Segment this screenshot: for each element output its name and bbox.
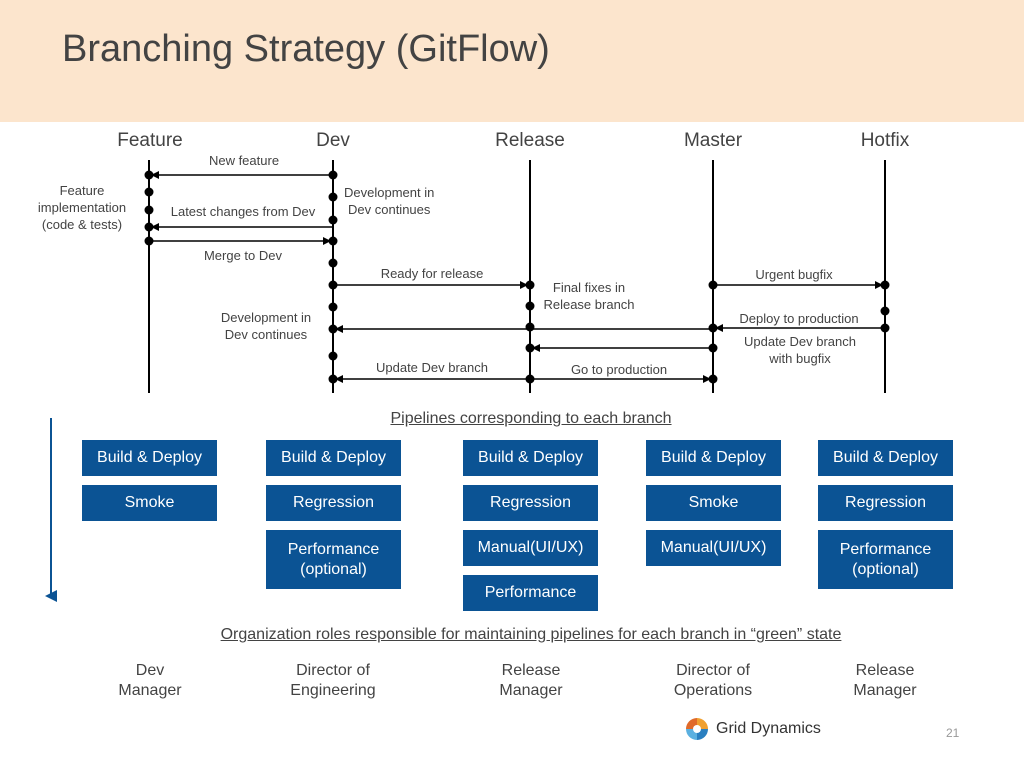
label-dev-continues-2a: Development in (221, 310, 311, 325)
label-feature-impl-3: (code & tests) (42, 217, 122, 232)
role-feature-line2: Manager (118, 682, 182, 699)
role-feature: Dev Manager (70, 661, 230, 701)
commit-dot (525, 301, 535, 311)
commit-dot (708, 323, 718, 333)
roles-heading: Organization roles responsible for maint… (220, 626, 842, 643)
commit-dot (328, 258, 338, 268)
commit-dot (328, 215, 338, 225)
commit-dot (525, 343, 535, 353)
commit-dot (525, 322, 535, 332)
commit-dot (328, 236, 338, 246)
slide-title: Branching Strategy (GitFlow) (62, 28, 550, 70)
commit-dot (328, 192, 338, 202)
role-feature-line1: Dev (135, 662, 165, 679)
role-hotfix-line1: Release (855, 662, 915, 679)
pipeline-release-manual: Manual(UI/UX) (463, 530, 598, 566)
label-latest-changes: Latest changes from Dev (171, 204, 316, 219)
role-release-line1: Release (501, 662, 561, 679)
commit-dot (328, 351, 338, 361)
label-dev-continues-2b: Dev continues (225, 327, 308, 342)
pipeline-master-smoke: Smoke (646, 485, 781, 521)
commit-dot (708, 374, 718, 384)
commit-dot (525, 280, 535, 290)
pipeline-release-build-deploy: Build & Deploy (463, 440, 598, 476)
role-dev-line1: Director of (296, 662, 370, 679)
label-update-dev-bugfix-1: Update Dev branch (744, 334, 856, 349)
commit-dot (328, 324, 338, 334)
commit-dot (328, 374, 338, 384)
role-master-line1: Director of (676, 662, 750, 679)
branch-label-dev: Dev (316, 130, 350, 151)
grid-dynamics-logo: Grid Dynamics (684, 716, 821, 742)
commit-dot (144, 222, 154, 232)
commit-dot (328, 170, 338, 180)
pipeline-hotfix-performance: Performance (optional) (818, 530, 953, 589)
label-urgent-bugfix: Urgent bugfix (755, 267, 833, 282)
commit-dot (144, 205, 154, 215)
role-hotfix-line2: Manager (853, 682, 917, 699)
branch-label-release: Release (495, 130, 565, 151)
commit-dot (880, 280, 890, 290)
branch-label-feature: Feature (117, 130, 182, 151)
role-dev-line2: Engineering (290, 682, 376, 699)
pipeline-hotfix-build-deploy: Build & Deploy (818, 440, 953, 476)
label-feature-impl-2: implementation (38, 200, 126, 215)
branch-label-master: Master (684, 130, 743, 151)
commit-dot (880, 306, 890, 316)
label-new-feature: New feature (209, 153, 279, 168)
label-update-dev-bugfix-2: with bugfix (768, 351, 831, 366)
grid-dynamics-logo-icon (686, 718, 708, 740)
pipeline-master-manual: Manual(UI/UX) (646, 530, 781, 566)
pipeline-release-regression: Regression (463, 485, 598, 521)
role-master-line2: Operations (673, 682, 753, 699)
label-dev-continues-1a: Development in (344, 185, 434, 200)
commit-dot (328, 280, 338, 290)
label-ready-for-release: Ready for release (381, 266, 484, 281)
label-update-dev-branch: Update Dev branch (376, 360, 488, 375)
commit-dot (708, 280, 718, 290)
title-band (0, 0, 1024, 122)
label-deploy-to-production: Deploy to production (739, 311, 858, 326)
commit-dot (144, 170, 154, 180)
role-hotfix: Release Manager (805, 661, 965, 701)
pipelines-heading: Pipelines corresponding to each branch (390, 410, 672, 427)
pipeline-feature-build-deploy: Build & Deploy (82, 440, 217, 476)
role-release: Release Manager (451, 661, 611, 701)
role-master: Director of Operations (633, 661, 793, 701)
branch-label-hotfix: Hotfix (861, 130, 910, 151)
commit-dot (328, 302, 338, 312)
label-final-fixes-2: Release branch (543, 297, 634, 312)
role-dev: Director of Engineering (253, 661, 413, 701)
commit-dot (525, 374, 535, 384)
label-feature-impl-1: Feature (60, 183, 105, 198)
pipeline-dev-performance: Performance (optional) (266, 530, 401, 589)
commit-dot (144, 236, 154, 246)
pipeline-master-build-deploy: Build & Deploy (646, 440, 781, 476)
role-release-line2: Manager (499, 682, 563, 699)
label-dev-continues-1b: Dev continues (348, 202, 431, 217)
pipeline-hotfix-regression: Regression (818, 485, 953, 521)
pipeline-feature-smoke: Smoke (82, 485, 217, 521)
commit-dot (708, 343, 718, 353)
commit-dot (880, 323, 890, 333)
logo-text: Grid Dynamics (716, 720, 821, 737)
label-merge-to-dev: Merge to Dev (204, 248, 283, 263)
pipeline-dev-build-deploy: Build & Deploy (266, 440, 401, 476)
pipeline-release-performance: Performance (463, 575, 598, 611)
pipeline-dev-regression: Regression (266, 485, 401, 521)
label-go-to-production: Go to production (571, 362, 667, 377)
commit-dot (144, 187, 154, 197)
label-final-fixes-1: Final fixes in (553, 280, 625, 295)
page-number: 21 (946, 726, 960, 740)
